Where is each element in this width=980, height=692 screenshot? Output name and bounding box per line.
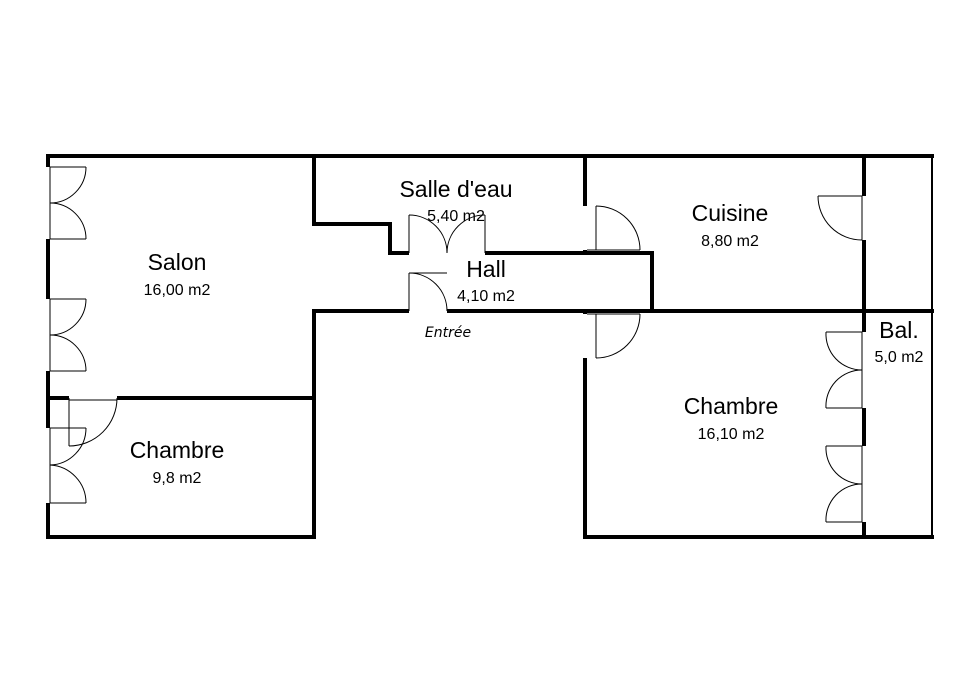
chambre-left-window [49,427,87,504]
salon-name: Salon [148,249,207,275]
salle-deau-name: Salle d'eau [399,176,512,202]
balcon-name: Bal. [879,317,919,343]
hall-name: Hall [466,256,506,282]
entrance-door [408,272,448,312]
cuisine-balcony-door [817,195,863,241]
salon-window-top [49,166,87,240]
salle-deau-door [408,214,486,254]
wall-cuisine-hall [583,251,654,311]
chambre-left-area: 9,8 m2 [153,470,202,487]
chambre-left-door [68,397,118,447]
chambre-right-area: 16,10 m2 [698,426,765,443]
salle-deau-area: 5,40 m2 [427,208,485,225]
hall-area: 4,10 m2 [457,288,515,305]
doors [49,166,863,523]
salon-window-bottom [49,298,87,372]
chambre-right-name: Chambre [684,393,779,419]
chambre-left-name: Chambre [130,437,225,463]
room-labels: Salon 16,00 m2 Salle d'eau 5,40 m2 Cuisi… [130,176,924,487]
cuisine-area: 8,80 m2 [701,233,759,250]
chambre-right-balcony-door-upper [825,331,863,409]
cuisine-door [587,205,641,251]
chambre-right-balcony-door-lower [825,445,863,523]
balcon-area: 5,0 m2 [875,349,924,366]
chambre-right-door [587,313,641,359]
salon-area: 16,00 m2 [144,282,211,299]
entrance-label: Entrée [425,325,471,341]
cuisine-name: Cuisine [692,200,769,226]
wall-chambre-right [583,309,934,539]
